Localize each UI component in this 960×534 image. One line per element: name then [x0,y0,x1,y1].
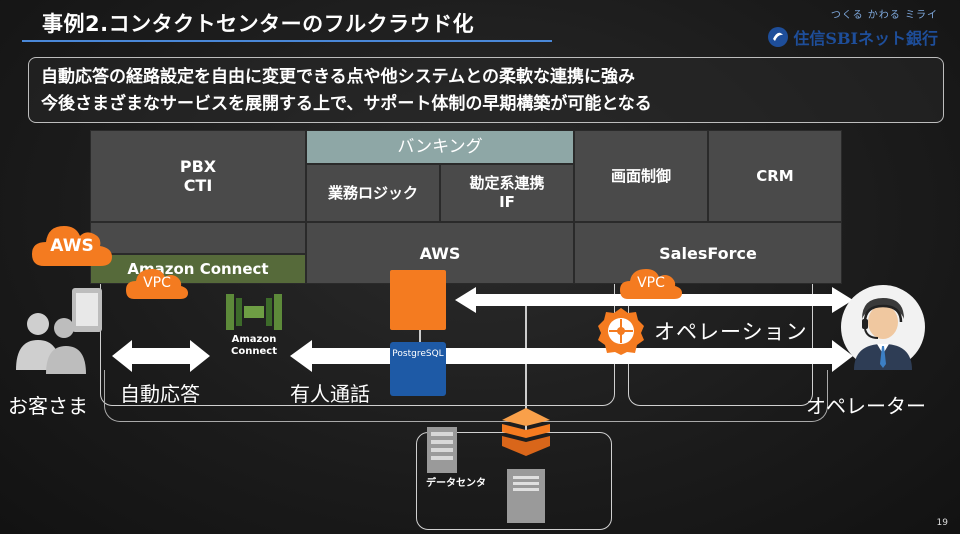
aws-cloud-icon [32,226,112,266]
amazon-connect-cell: Amazon Connect [90,254,306,284]
summary-line-1: 自動応答の経路設定を自由に変更できる点や他システムとの柔軟な連携に強み [41,67,635,87]
server-icon-1 [427,427,457,473]
logo-mark-icon [768,27,789,47]
pbx-cti-cell: PBX CTI [90,130,306,222]
vpc-label-right: VPC [637,275,665,291]
postgresql-icon [390,342,446,396]
logo-tagline: つくる かわる ミライ [830,10,938,21]
customer-icon [16,288,102,374]
platform-region [104,370,828,422]
operator-icon [841,285,925,370]
aws-badge-label: AWS [50,236,94,256]
manned-call-label: 有人通話 [290,382,370,406]
vpc-cloud-icon-left [126,269,188,299]
postgresql-label: PostgreSQL [392,349,444,359]
operator-label: オペレーター [806,394,926,418]
operation-gear-icon [598,308,644,355]
datacenter-label: データセンタ [426,478,486,489]
summary-line-2: 今後さまざまなサービスを展開する上で、サポート体制の早期構築が可能となる [41,94,652,114]
server-icon-2 [507,469,545,523]
logo-name: 住信SBIネット銀行 [793,29,938,48]
core-banking-if-cell: 勘定系連携 IF [440,164,574,222]
aws-compute-icon [390,270,446,330]
banking-header: バンキング [306,130,574,164]
vpc-label-left: VPC [143,275,171,291]
amazon-connect-icon [226,294,282,330]
summary-box: 自動応答の経路設定を自由に変更できる点や他システムとの柔軟な連携に強み 今後さま… [28,57,944,123]
business-logic-cell: 業務ロジック [306,164,440,222]
operation-label: オペレーション [654,320,808,344]
company-logo: 住信SBIネット銀行 [767,24,938,50]
gateway-icon [502,408,550,456]
auto-response-arrow [112,340,210,372]
customer-label: お客さま [8,394,88,418]
blank-cell [90,222,306,254]
screen-control-cell: 画面制御 [574,130,708,222]
title-underline [22,40,552,42]
salesforce-cell: SalesForce [574,222,842,284]
amazon-connect-icon-label: Amazon Connect [231,334,277,357]
auto-response-label: 自動応答 [120,382,200,406]
crm-cell: CRM [708,130,842,222]
vpc-cloud-icon-right [620,269,682,299]
operation-arrow [455,287,853,313]
slide-title: 事例2.コンタクトセンターのフルクラウド化 [42,12,475,36]
page-number: 19 [936,518,948,528]
